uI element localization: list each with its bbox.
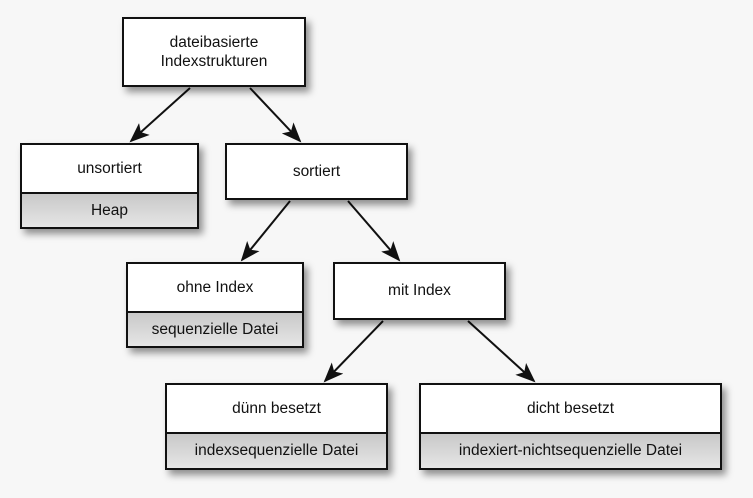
edge-sortiert-mit-index <box>347 200 401 262</box>
node-mit-index[interactable]: mit Index <box>333 262 506 320</box>
node-sortiert-title: sortiert <box>227 145 406 198</box>
node-duenn-besetzt-title: dünn besetzt <box>167 385 386 432</box>
edge-root-unsortiert <box>129 87 191 143</box>
node-root[interactable]: dateibasierte Indexstrukturen <box>122 17 306 87</box>
node-dicht-besetzt-subtitle: indexiert-nichtsequenzielle Datei <box>421 432 720 468</box>
edge-root-sortiert <box>249 87 302 143</box>
node-dicht-besetzt-title: dicht besetzt <box>421 385 720 432</box>
node-duenn-besetzt-subtitle: indexsequenzielle Datei <box>167 432 386 468</box>
edge-mit-index-dicht <box>467 320 536 383</box>
node-unsortiert-subtitle: Heap <box>22 192 197 227</box>
node-mit-index-title: mit Index <box>335 264 504 318</box>
node-ohne-index-title: ohne Index <box>128 264 302 311</box>
node-sortiert[interactable]: sortiert <box>225 143 408 200</box>
node-ohne-index-subtitle: sequenzielle Datei <box>128 311 302 346</box>
node-root-title: dateibasierte Indexstrukturen <box>124 19 304 85</box>
edge-sortiert-ohne-index <box>240 200 291 262</box>
edge-mit-index-duenn <box>323 320 384 383</box>
node-unsortiert-title: unsortiert <box>22 145 197 192</box>
